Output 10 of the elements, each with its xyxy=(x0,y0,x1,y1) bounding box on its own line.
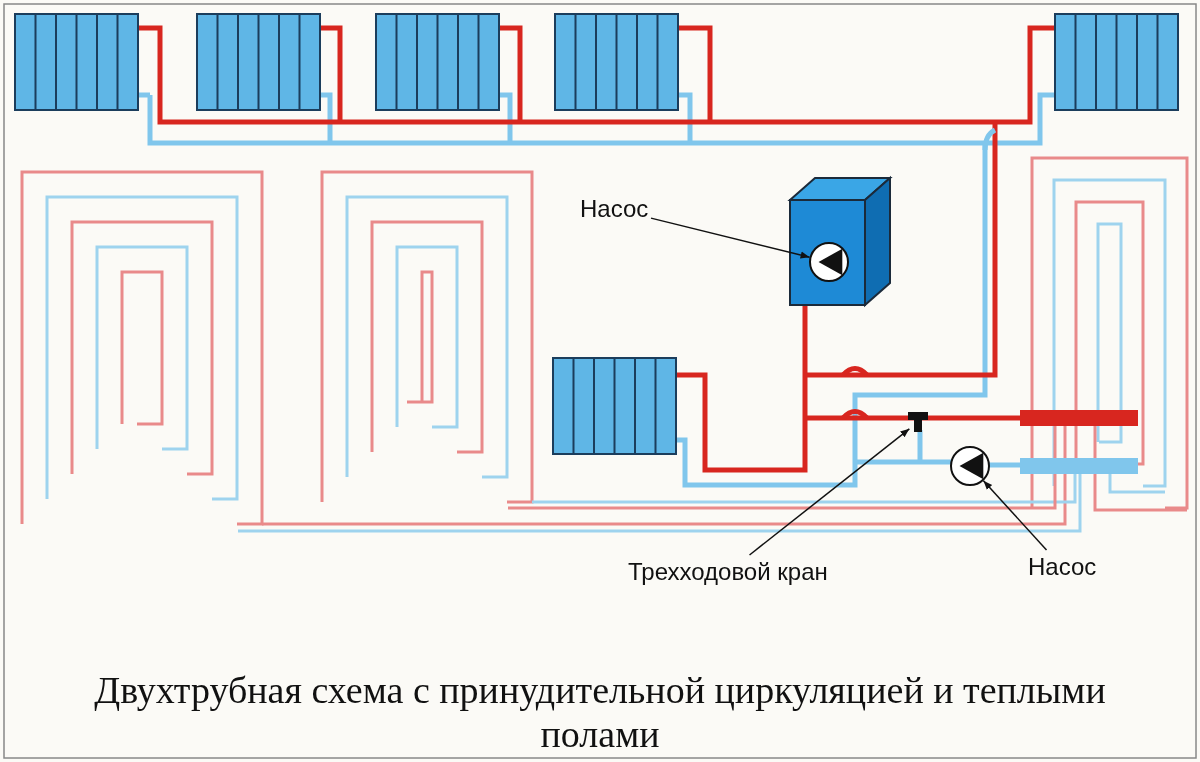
pump-symbol xyxy=(950,446,990,486)
pump-symbol xyxy=(809,242,849,282)
callout-label: Трехходовой кран xyxy=(628,558,828,586)
three-way-valve-icon xyxy=(908,412,928,432)
leader-line xyxy=(650,217,811,259)
callout-label: Насос xyxy=(1028,553,1097,581)
leader-line xyxy=(982,480,1048,551)
callout-label: Насос xyxy=(580,195,649,223)
leader-line xyxy=(748,428,911,556)
caption: Двухтрубная схема с принудительной циркуляцией и теплыми полами xyxy=(93,668,1107,756)
